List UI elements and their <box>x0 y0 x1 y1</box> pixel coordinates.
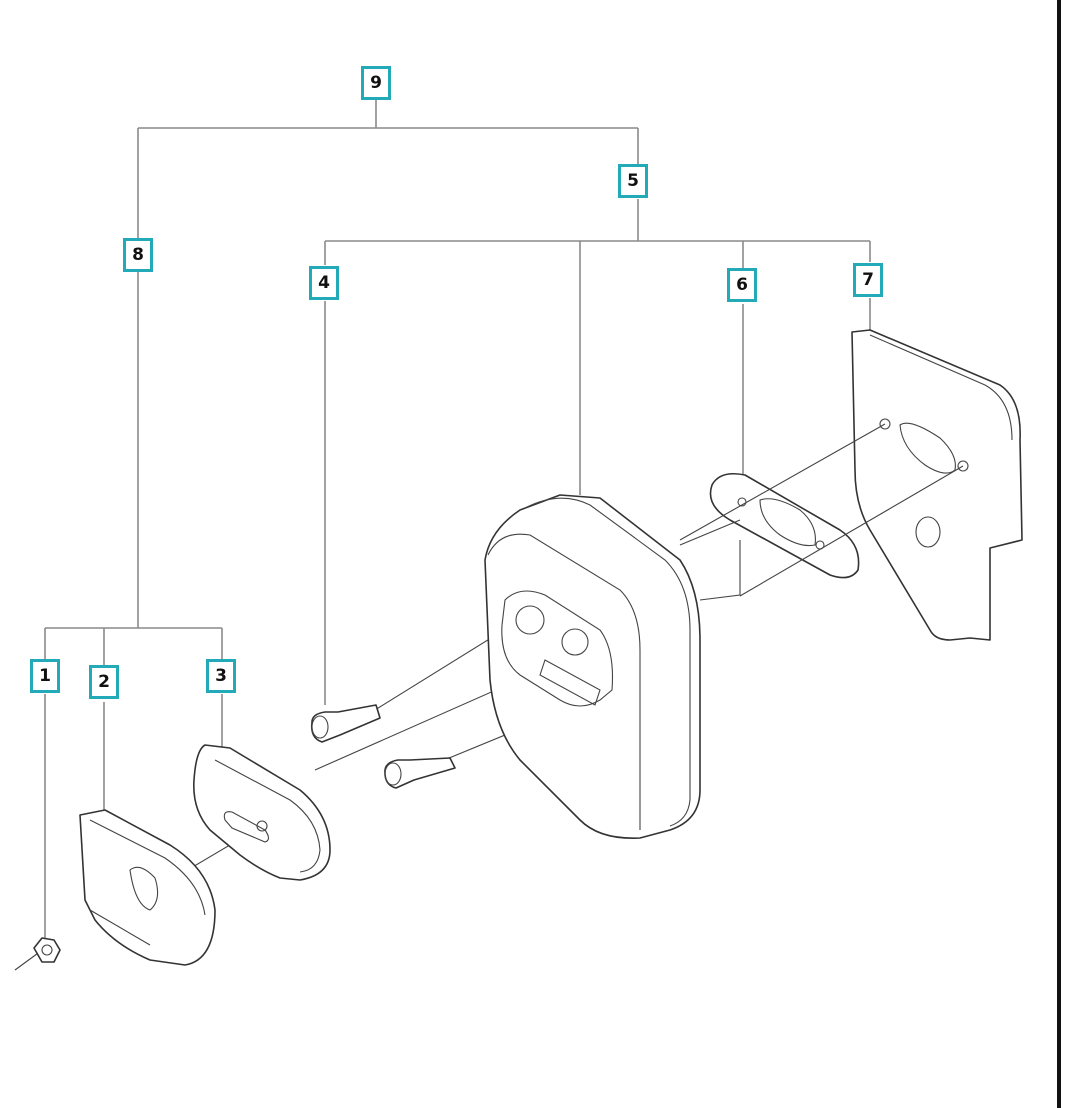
part-muffler <box>484 494 741 839</box>
part-nut <box>33 937 61 963</box>
callout-1[interactable]: 1 <box>30 659 60 693</box>
part-screws <box>310 704 456 789</box>
callout-8[interactable]: 8 <box>123 238 153 272</box>
part-cover-plate <box>193 744 331 881</box>
frame-border <box>1057 0 1061 1108</box>
callout-6[interactable]: 6 <box>727 268 757 302</box>
callout-4[interactable]: 4 <box>309 266 339 300</box>
part-gasket <box>709 472 860 579</box>
callout-5[interactable]: 5 <box>618 164 648 198</box>
callout-7[interactable]: 7 <box>853 263 883 297</box>
callout-2[interactable]: 2 <box>89 665 119 699</box>
leader-lines <box>44 100 871 948</box>
part-spark-cover <box>79 809 216 966</box>
callout-9[interactable]: 9 <box>361 66 391 100</box>
part-heat-shield <box>851 329 1023 641</box>
callout-3[interactable]: 3 <box>206 659 236 693</box>
